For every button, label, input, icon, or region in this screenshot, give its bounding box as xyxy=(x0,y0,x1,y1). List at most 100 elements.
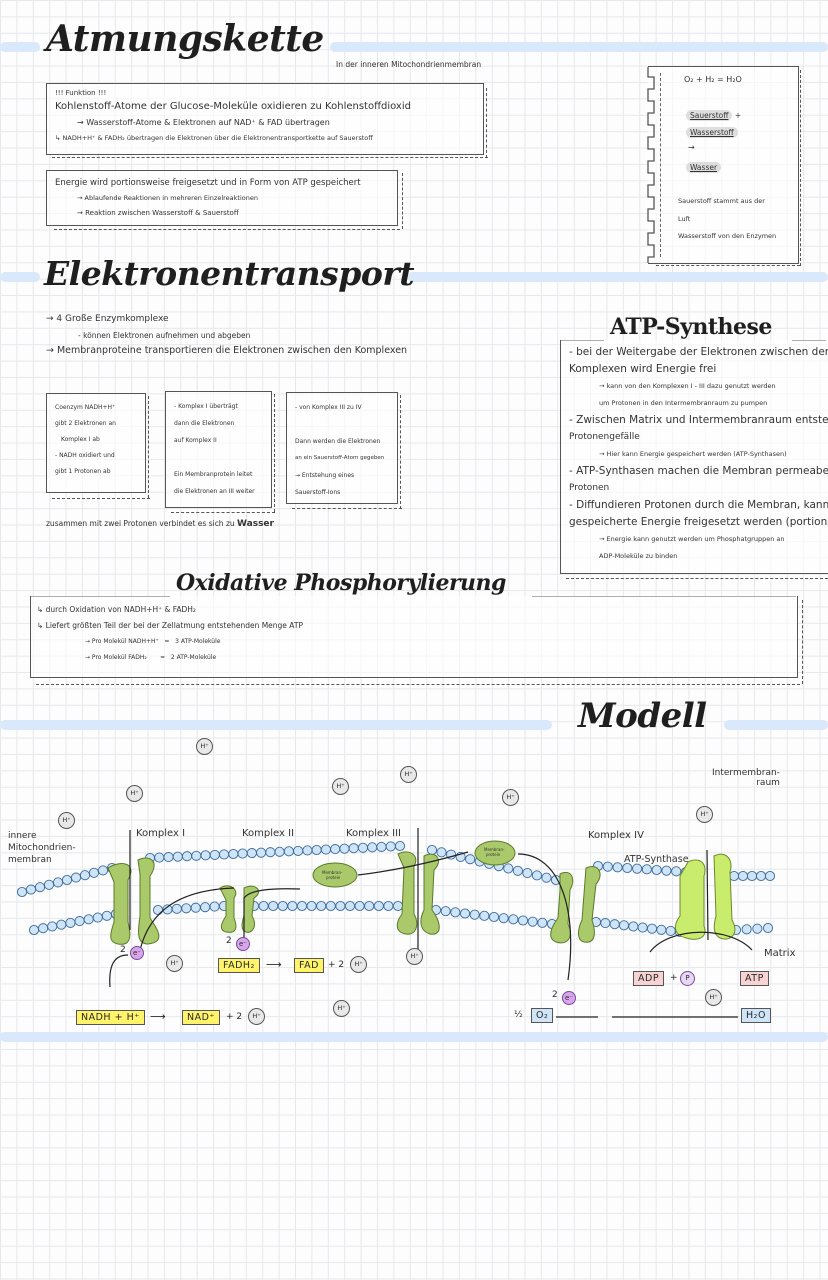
info-card: Coenzym NADH+H⁺ gibt 2 Elektronen an Kom… xyxy=(46,393,146,493)
note-arrow: → xyxy=(688,143,695,152)
phospholipid-head xyxy=(293,845,304,856)
proton-icon: H⁺ xyxy=(350,956,367,973)
phospholipid-head xyxy=(541,872,552,883)
fad-label: FAD xyxy=(294,958,324,973)
o2-label: O₂ xyxy=(531,1008,554,1023)
dashed-shadow xyxy=(402,173,403,229)
electron-path-arrow xyxy=(109,954,129,988)
complex-3 xyxy=(396,851,440,935)
complex-4-subunit xyxy=(550,872,574,944)
dashed-shadow xyxy=(52,157,488,158)
phospholipid-head xyxy=(302,845,313,856)
phospholipid-head xyxy=(209,901,220,912)
complex-1-subunit xyxy=(107,863,132,945)
equation: O₂ + H₂ = H₂O xyxy=(684,75,742,84)
proton-icon: H⁺ xyxy=(126,785,143,802)
card-line: Dann werden die Elektronen xyxy=(295,438,381,445)
phospholipid-head xyxy=(522,868,533,879)
electron-count: 2 xyxy=(552,990,558,1000)
phospholipid-head xyxy=(622,862,633,874)
card-line: dann die Elektronen xyxy=(174,420,235,427)
phospholipid-head xyxy=(479,910,490,921)
phospholipid-head xyxy=(600,918,611,929)
dashed-shadow xyxy=(400,395,401,509)
phospholipid-head xyxy=(171,903,182,914)
electron-group: 2 xyxy=(552,990,558,1000)
electron-group: 2 xyxy=(226,936,232,946)
half: ½ xyxy=(514,1010,523,1020)
phospholipid-head xyxy=(651,864,662,876)
phospholipid-head xyxy=(376,841,387,852)
phospholipid-head xyxy=(219,849,230,860)
card-line: Sauerstoff-Ions xyxy=(295,489,341,496)
dashed-shadow xyxy=(52,498,150,499)
plus-two: + 2 xyxy=(328,960,345,970)
phospholipid-head xyxy=(357,842,369,853)
phospholipid-head xyxy=(330,844,341,855)
card-line: - Komplex I überträgt xyxy=(174,403,238,410)
note-word: Wasser xyxy=(686,162,722,173)
electron-icon: e⁻ xyxy=(562,991,576,1005)
dashed-shadow xyxy=(148,396,149,498)
card-line: Coenzym NADH+H⁺ xyxy=(55,404,116,411)
phospholipid-head xyxy=(191,850,202,861)
card-line: die Elektronen an III weiter xyxy=(174,488,255,495)
phospholipid-head xyxy=(200,902,211,913)
oxphos-line: ↳ durch Oxidation von NADH+H⁺ & FADH₂ xyxy=(37,605,196,614)
notepad-spiral-edge xyxy=(647,67,655,263)
title-highlight-bar xyxy=(0,720,552,730)
energy-line: → Ablaufende Reaktionen in mehreren Einz… xyxy=(77,194,258,202)
proton-icon: H⁺ xyxy=(58,812,75,829)
label-complex-1: Komplex I xyxy=(136,828,186,839)
transport-line: → 4 Große Enzymkomplexe xyxy=(46,314,169,324)
membrane-protein-label: Membran- xyxy=(484,847,505,852)
oxphos-line: → Pro Molekül NADH+H⁺ = 3 ATP-Moleküle xyxy=(85,638,221,645)
title-highlight-bar xyxy=(0,42,40,52)
atp-synthese-box: - bei der Weitergabe der Elektronen zwis… xyxy=(560,340,828,574)
dashed-shadow xyxy=(656,265,800,266)
phospholipid-head xyxy=(426,844,438,856)
complex-3-subunit xyxy=(396,851,418,935)
proton-icon: H⁺ xyxy=(406,948,423,965)
phospholipid-head xyxy=(671,866,682,877)
note-fact: Luft xyxy=(678,215,691,223)
function-line: ↳ NADH+H⁺ & FADH₂ übertragen die Elektro… xyxy=(55,134,373,142)
note-word-wasserstoff: Wasserstoff xyxy=(686,127,738,138)
membrane-protein-2 xyxy=(474,840,516,866)
proton-icon: H⁺ xyxy=(166,955,183,972)
function-heading: !!! Funktion !!! xyxy=(55,89,107,97)
card-line: gibt 1 Protonen ab xyxy=(55,468,111,475)
energy-line: Energie wird portionsweise freigesetzt u… xyxy=(55,178,361,188)
section-title-atp-synthese: ATP-Synthese xyxy=(610,314,772,340)
card-line xyxy=(295,416,389,433)
complex-4-subunit xyxy=(578,866,601,943)
phospholipid-head xyxy=(517,915,529,926)
atp-synthese-line: Protonen xyxy=(569,483,610,493)
atp-synthese-line: Protonengefälle xyxy=(569,432,640,442)
label-atp-synthase: ATP-Synthase xyxy=(624,854,689,865)
dashed-shadow xyxy=(800,70,801,266)
complex-1 xyxy=(107,857,160,945)
phospholipid-head xyxy=(296,900,308,912)
phospholipid-head xyxy=(440,906,451,917)
phospholipid-head xyxy=(101,910,112,921)
phospholipid-head xyxy=(512,865,523,876)
phospholipid-head xyxy=(181,903,192,914)
phospholipid-head xyxy=(612,862,623,873)
phospholipid-head xyxy=(316,900,327,912)
phospholipid-head xyxy=(537,917,548,928)
oxphos-box: ↳ durch Oxidation von NADH+H⁺ & FADH₂ ↳ … xyxy=(30,596,798,678)
atp-label: ATP xyxy=(740,971,769,986)
notepad-margin-line xyxy=(660,73,661,257)
phospholipid-head xyxy=(755,870,767,882)
phospholipid-head xyxy=(367,842,378,853)
proton-icon: H⁺ xyxy=(400,766,417,783)
phospholipid-head xyxy=(609,919,620,930)
transport-line: - können Elektronen aufnehmen und abgebe… xyxy=(78,331,251,340)
phospholipid-head xyxy=(47,921,58,932)
electron-path-arrow xyxy=(139,887,235,951)
membrane-diagram: Membran- protein Membran- protein xyxy=(16,828,776,1018)
phospholipid-head xyxy=(764,870,776,882)
subtitle: In der inneren Mitochondrienmembran xyxy=(336,60,482,69)
phospholipid-head xyxy=(181,851,193,862)
